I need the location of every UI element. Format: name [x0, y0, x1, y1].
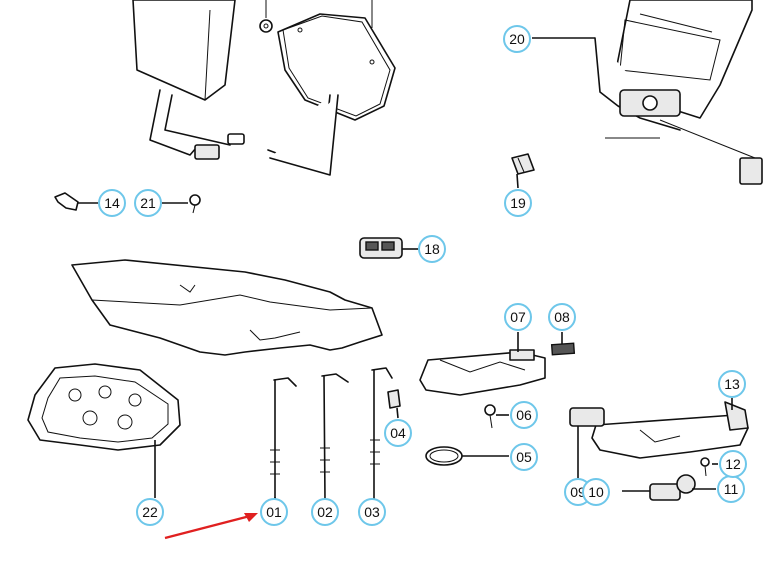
cable-part-02 [320, 373, 349, 501]
highlight-arrow [164, 513, 258, 540]
pad-part [550, 342, 576, 356]
small-clip-part [387, 389, 401, 409]
callout-label: 20 [509, 31, 525, 47]
callout-22[interactable]: 22 [136, 498, 164, 526]
callout-11[interactable]: 11 [717, 475, 745, 503]
switch-part [359, 237, 403, 259]
callout-label: 11 [724, 481, 739, 497]
callout-label: 21 [140, 195, 156, 211]
screw-part-06 [484, 404, 496, 429]
seat-pad-part [27, 363, 181, 451]
heater-unit-part [132, 0, 245, 160]
knob-part [676, 474, 696, 494]
callout-label: 06 [516, 407, 532, 423]
callout-label: 18 [424, 241, 440, 257]
callout-label: 05 [516, 449, 532, 465]
heating-mat-part [267, 0, 396, 176]
screw-part-12 [700, 457, 710, 477]
callout-label: 12 [725, 456, 741, 472]
callout-21[interactable]: 21 [134, 189, 162, 217]
cable-part-01 [270, 377, 297, 501]
callout-19[interactable]: 19 [504, 189, 532, 217]
ring-part [425, 446, 463, 466]
switch-panel-part [569, 401, 749, 459]
screw-part [189, 194, 201, 214]
callout-label: 08 [554, 309, 570, 325]
callout-label: 03 [364, 504, 380, 520]
callout-label: 19 [510, 195, 526, 211]
connector-part [649, 483, 681, 501]
callout-label: 07 [510, 309, 526, 325]
callout-label: 02 [317, 504, 333, 520]
callout-10[interactable]: 10 [582, 478, 610, 506]
callout-18[interactable]: 18 [418, 235, 446, 263]
callout-02[interactable]: 02 [311, 498, 339, 526]
callout-label: 10 [588, 484, 604, 500]
callout-07[interactable]: 07 [504, 303, 532, 331]
nut-part [259, 0, 273, 33]
callout-label: 14 [104, 195, 120, 211]
callout-13[interactable]: 13 [718, 370, 746, 398]
clip-part [511, 153, 535, 175]
callout-14[interactable]: 14 [98, 189, 126, 217]
callout-05[interactable]: 05 [510, 443, 538, 471]
callout-04[interactable]: 04 [384, 419, 412, 447]
callout-01[interactable]: 01 [260, 498, 288, 526]
callout-06[interactable]: 06 [510, 401, 538, 429]
callout-label: 22 [142, 504, 158, 520]
callout-label: 01 [266, 504, 282, 520]
cable-part-03 [370, 367, 393, 501]
backrest-panel-part [594, 0, 763, 185]
callout-label: 13 [724, 376, 740, 392]
bracket-part [54, 192, 79, 211]
callout-20[interactable]: 20 [503, 25, 531, 53]
callout-label: 09 [570, 484, 586, 500]
callout-03[interactable]: 03 [358, 498, 386, 526]
callout-08[interactable]: 08 [548, 303, 576, 331]
console-part [419, 349, 546, 396]
callout-12[interactable]: 12 [719, 450, 747, 478]
seat-frame-part [71, 259, 383, 356]
callout-label: 04 [390, 425, 406, 441]
